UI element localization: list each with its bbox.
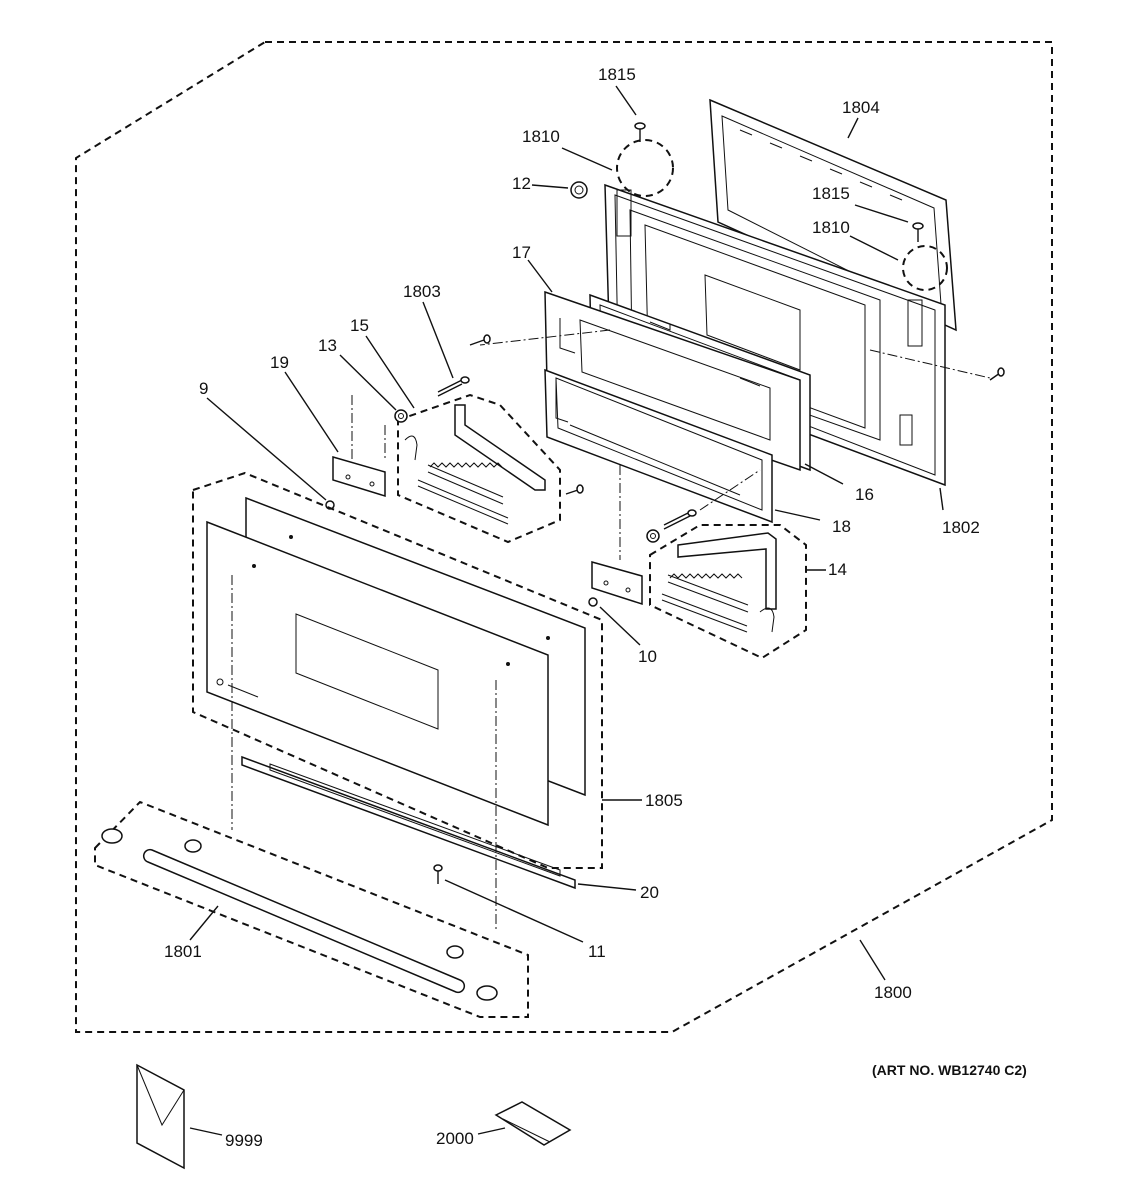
label-9999: 9999	[225, 1131, 263, 1150]
label-1801: 1801	[164, 942, 202, 961]
part-17-glass-channel	[544, 290, 801, 472]
pin-right	[663, 509, 697, 530]
assembly-1800-boundary	[75, 41, 1053, 1033]
screw-center	[565, 484, 584, 495]
screw-1815-right	[912, 222, 924, 242]
assembly-1805-boundary	[192, 471, 603, 869]
part-13-nut	[394, 409, 408, 423]
part-15-hinge	[404, 404, 546, 525]
label-1800: 1800	[874, 983, 912, 1002]
part-1803-pin	[437, 376, 470, 397]
screw-1815-left	[634, 122, 646, 142]
part-19-bracket	[332, 456, 386, 498]
label-13: 13	[318, 336, 337, 355]
label-17: 17	[512, 243, 531, 262]
assembly-14-hinge-boundary	[649, 524, 807, 660]
hinge-detail-left	[616, 139, 674, 197]
label-1802: 1802	[942, 518, 980, 537]
label-2000: 2000	[436, 1129, 474, 1148]
callout-labels: 1815 1804 1810 12 1815 1810 17 1803 15 1…	[164, 65, 1027, 1150]
label-1815-left: 1815	[598, 65, 636, 84]
label-1810-left: 1810	[522, 127, 560, 146]
leader-lines	[189, 85, 944, 1136]
screw-right-panel	[989, 367, 1005, 381]
assembly-1801-boundary	[94, 800, 529, 1018]
part-18-lower-channel	[544, 368, 773, 524]
label-12: 12	[512, 174, 531, 193]
label-1805: 1805	[645, 791, 683, 810]
label-10: 10	[638, 647, 657, 666]
label-1803: 1803	[403, 282, 441, 301]
part-10-screw	[588, 597, 598, 607]
assembly-15-hinge-boundary	[397, 393, 561, 544]
screw-left-panel	[469, 334, 491, 346]
label-16: 16	[855, 485, 874, 504]
part-1802-outer-panel	[604, 183, 946, 487]
part-14-hinge	[661, 532, 777, 633]
bracket-right	[591, 561, 643, 606]
label-11: 11	[588, 942, 606, 961]
part-11-screw	[433, 864, 443, 884]
part-2000-packet	[494, 1101, 572, 1146]
label-1815-right: 1815	[812, 184, 850, 203]
art-number: (ART NO. WB12740 C2)	[872, 1062, 1027, 1078]
alignment-lines	[231, 329, 991, 930]
label-20: 20	[640, 883, 659, 902]
part-1801-handle	[101, 828, 498, 1001]
hinge-detail-right	[902, 245, 948, 291]
label-18: 18	[832, 517, 851, 536]
part-9999-literature	[136, 1063, 185, 1170]
part-front-glass	[206, 520, 550, 827]
label-15: 15	[350, 316, 369, 335]
label-1810-right: 1810	[812, 218, 850, 237]
nut-right	[646, 529, 660, 543]
part-20-trim-strip	[241, 755, 576, 890]
label-9: 9	[199, 379, 208, 398]
label-19: 19	[270, 353, 289, 372]
label-14: 14	[828, 560, 847, 579]
part-12-grommet	[570, 181, 588, 199]
label-1804: 1804	[842, 98, 880, 117]
